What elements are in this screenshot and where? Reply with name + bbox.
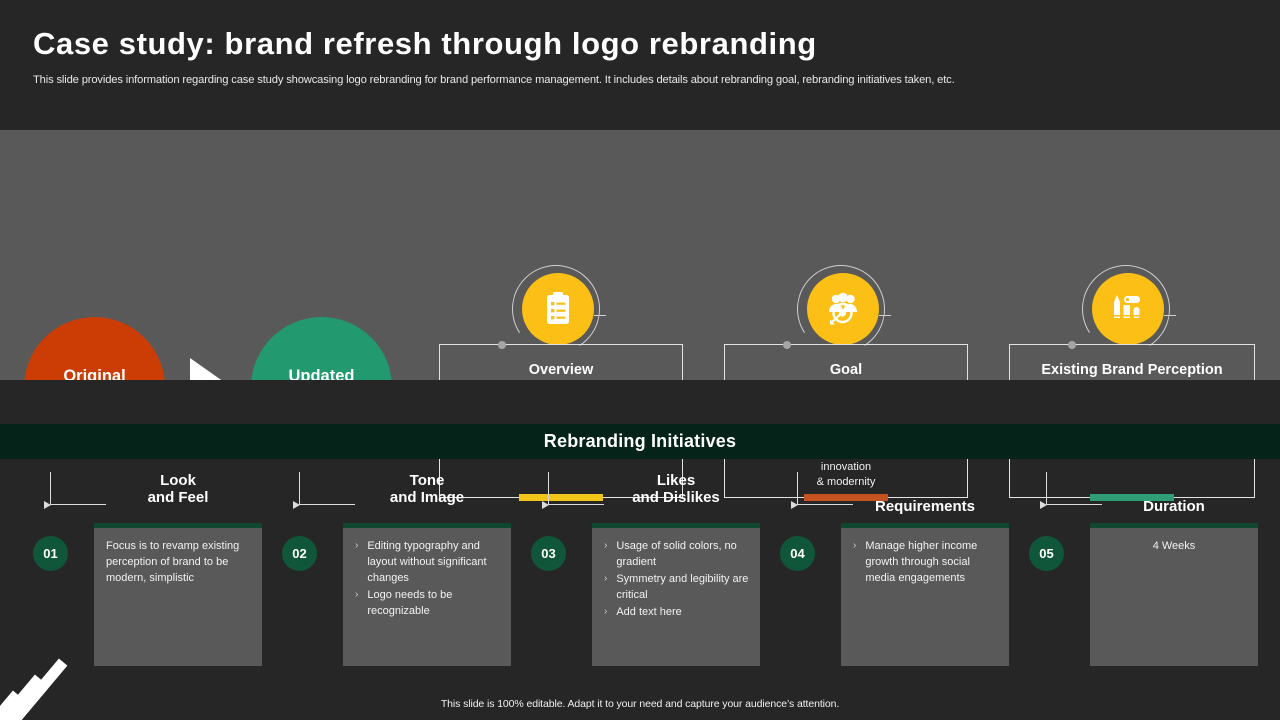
initiative-card[interactable]: Focus is to revamp existing perception o… <box>94 523 262 666</box>
decorative-stripes <box>0 658 72 720</box>
chevron-right-icon: › <box>355 588 359 600</box>
info-card-title: Existing Brand Perception <box>1041 362 1223 378</box>
initiative-title: Look and Feel <box>147 472 209 507</box>
list-item: › Symmetry and legibility are critical <box>604 572 752 604</box>
paint-tools-icon <box>1092 273 1164 345</box>
initiative-title: Requirements <box>874 498 976 515</box>
list-item: › Logo needs to be recognizable <box>355 588 503 620</box>
info-card-title: Goal <box>829 362 863 378</box>
initiative-body-text: Focus is to revamp existing perception o… <box>106 540 240 584</box>
chevron-right-icon: › <box>604 572 608 584</box>
initiative-title: Duration <box>1143 498 1205 515</box>
initiative-card-accent-bar <box>94 523 262 528</box>
chevron-right-icon: › <box>604 605 608 617</box>
initiative-card[interactable]: › Editing typography and layout without s… <box>343 523 511 666</box>
list-item: › Editing typography and layout without s… <box>355 539 503 587</box>
initiative-title: Tone and Image <box>389 472 465 507</box>
slide-header: Case study: brand refresh through logo r… <box>0 0 1280 130</box>
list-item-label: Manage higher income growth through soci… <box>865 540 978 584</box>
arrow-head-icon <box>1040 500 1047 509</box>
info-card-accent-bar <box>804 494 888 501</box>
mid-divider <box>0 380 1280 424</box>
initiative-bullet-list: › Editing typography and layout without s… <box>355 539 503 621</box>
list-item: › Add text here <box>604 605 752 621</box>
list-item-label: Usage of solid colors, no gradient <box>616 540 737 568</box>
list-item-label: Add text here <box>616 605 682 618</box>
target-audience-icon <box>807 273 879 345</box>
initiative-number-badge[interactable]: 01 <box>33 536 68 571</box>
rebranding-initiatives-band: Rebranding Initiatives <box>0 424 1280 459</box>
chevron-right-icon: › <box>604 540 608 551</box>
card-corner-dot <box>783 341 791 349</box>
chevron-right-icon: › <box>355 540 359 551</box>
logo-comparison-panel: Originallogo (Old) Updatedlogo (New) <box>0 130 1280 501</box>
arrow-head-icon <box>791 500 798 509</box>
page-subtitle: This slide provides information regardin… <box>33 74 955 86</box>
initiative-number-badge[interactable]: 02 <box>282 536 317 571</box>
footer-note: This slide is 100% editable. Adapt it to… <box>440 698 840 710</box>
goal-icon-badge <box>788 256 894 362</box>
info-card-accent-bar <box>519 494 603 501</box>
initiative-number-badge[interactable]: 05 <box>1029 536 1064 571</box>
initiative-body-text: 4 Weeks <box>1152 540 1196 552</box>
list-item: › Usage of solid colors, no gradient <box>604 539 752 571</box>
initiative-bullet-list: › Manage higher income growth through soc… <box>853 539 1001 588</box>
arrow-head-icon <box>542 500 549 509</box>
brand-perception-icon-badge <box>1073 256 1179 362</box>
initiative-card-accent-bar <box>592 523 760 528</box>
initiative-number-badge[interactable]: 04 <box>780 536 815 571</box>
badge-ring-tick <box>1164 315 1176 317</box>
initiative-card-accent-bar <box>343 523 511 528</box>
info-card-accent-bar <box>1090 494 1174 501</box>
initiative-title: Likes and Dislikes <box>632 472 720 507</box>
badge-ring-tick <box>879 315 891 317</box>
clipboard-checklist-icon <box>522 273 594 345</box>
info-card-title: Overview <box>528 362 594 378</box>
arrow-head-icon <box>293 500 300 509</box>
section-title: Rebranding Initiatives <box>543 431 737 451</box>
initiative-card-accent-bar <box>841 523 1009 528</box>
chevron-right-icon: › <box>853 540 857 551</box>
list-item-label: Editing typography and layout without si… <box>367 540 487 584</box>
card-corner-dot <box>1068 341 1076 349</box>
page-title: Case study: brand refresh through logo r… <box>33 26 817 61</box>
arrow-head-icon <box>44 500 51 509</box>
list-item: › Manage higher income growth through soc… <box>853 539 1001 587</box>
badge-ring-tick <box>594 315 606 317</box>
initiative-card-accent-bar <box>1090 523 1258 528</box>
initiative-card[interactable]: 4 Weeks <box>1090 523 1258 666</box>
initiative-bullet-list: › Usage of solid colors, no gradient › Symm… <box>604 539 752 622</box>
overview-icon-badge <box>503 256 609 362</box>
card-corner-dot <box>498 341 506 349</box>
initiative-card[interactable]: › Manage higher income growth through soc… <box>841 523 1009 666</box>
list-item-label: Symmetry and legibility are critical <box>616 572 749 601</box>
initiative-card[interactable]: › Usage of solid colors, no gradient › Symm… <box>592 523 760 666</box>
list-item-label: Logo needs to be recognizable <box>367 588 453 617</box>
initiative-number-badge[interactable]: 03 <box>531 536 566 571</box>
